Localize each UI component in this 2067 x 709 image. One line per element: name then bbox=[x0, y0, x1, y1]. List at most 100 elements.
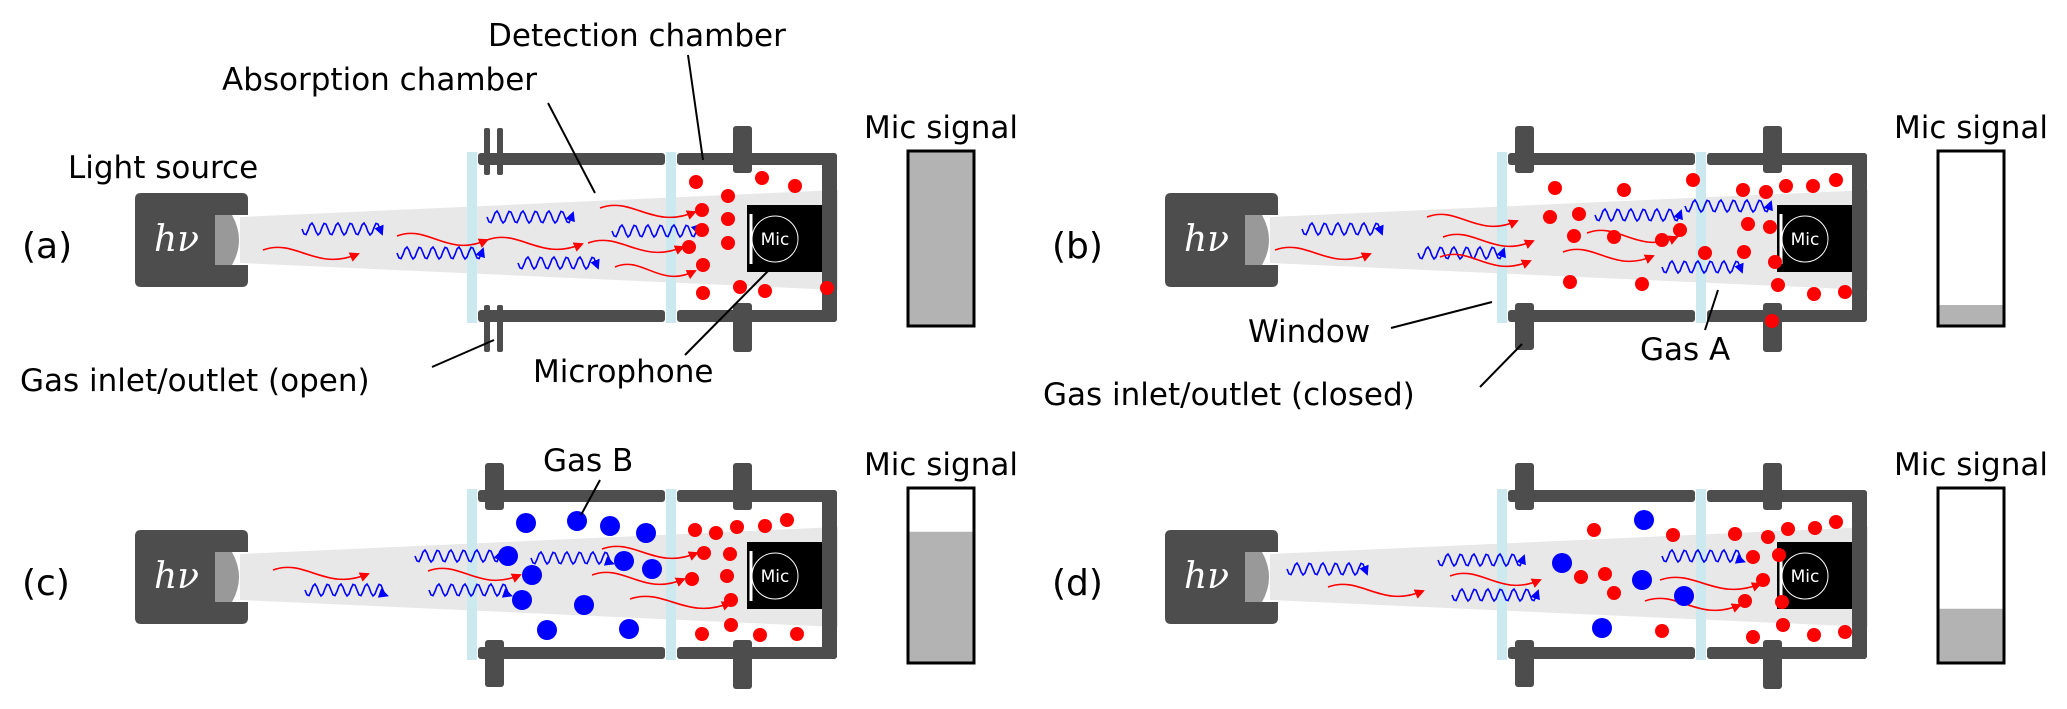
absorption-chamber-top-wall bbox=[478, 490, 665, 502]
gas-a-molecule bbox=[689, 175, 703, 189]
blue-photon-icon bbox=[530, 550, 615, 566]
gas-a-molecule bbox=[1806, 179, 1820, 193]
detection-chamber-end-wall bbox=[1852, 490, 1867, 659]
gas-a-molecule bbox=[820, 281, 834, 295]
red-photon-icon bbox=[629, 595, 732, 611]
gas-inlet-bottom-right bbox=[497, 305, 503, 352]
detection-chamber-bottom-wall bbox=[1707, 647, 1867, 659]
gas-a-molecule bbox=[1698, 246, 1712, 260]
red-photon-icon bbox=[1644, 597, 1742, 613]
gas-a-molecule bbox=[721, 189, 735, 203]
gas-a-molecule bbox=[1741, 217, 1755, 231]
blue-photon-icon bbox=[1301, 221, 1384, 237]
red-photon-icon bbox=[1442, 233, 1535, 249]
light-source: hν bbox=[1165, 530, 1278, 624]
gas-b-molecule bbox=[1674, 586, 1694, 606]
gas-a-molecule bbox=[696, 258, 710, 272]
microphone: Mic bbox=[747, 542, 822, 609]
absorption-gas-mixture bbox=[1552, 510, 1694, 638]
red-photon-icon bbox=[1274, 246, 1372, 262]
blue-photon-icon bbox=[1661, 548, 1746, 564]
gas-a-molecule bbox=[758, 284, 772, 298]
gas-a-molecule bbox=[1736, 183, 1750, 197]
gas-a-molecule bbox=[696, 286, 710, 300]
gas-a-molecule bbox=[1771, 278, 1785, 292]
absorption-chamber-bottom-wall bbox=[478, 647, 665, 659]
detection-chamber-end-wall bbox=[822, 490, 837, 659]
red-photon-icon bbox=[262, 246, 360, 262]
gas-inlet-top-left bbox=[484, 128, 490, 175]
detection-chamber-top-wall bbox=[1707, 153, 1867, 165]
detection-chamber-end-wall bbox=[822, 153, 837, 322]
mic-signal-label: Mic signal bbox=[864, 447, 1018, 483]
blue-photon-icon bbox=[1594, 207, 1683, 223]
gas-a-molecule bbox=[1607, 230, 1621, 244]
photons bbox=[1274, 198, 1773, 275]
detection-flange-bottom bbox=[733, 640, 752, 689]
red-photon-icon bbox=[486, 236, 584, 252]
window-middle bbox=[666, 152, 676, 323]
blue-photon-icon bbox=[1417, 245, 1506, 261]
gas-inlet-bottom-closed bbox=[1515, 640, 1534, 687]
light-source-housing bbox=[1165, 193, 1278, 287]
gas-b-molecule bbox=[498, 546, 518, 566]
detection-flange-top bbox=[1763, 463, 1782, 510]
gas-b-molecule bbox=[574, 595, 594, 615]
gas-b-leader bbox=[580, 479, 601, 516]
blue-photon-icon bbox=[396, 245, 485, 261]
light-source: hν bbox=[135, 530, 248, 624]
gas-a-molecule bbox=[1548, 181, 1562, 195]
gas-a-molecule bbox=[709, 526, 723, 540]
absorption-chamber-label: Absorption chamber bbox=[222, 62, 537, 98]
gas-a-molecule bbox=[1829, 515, 1843, 529]
gas-a-molecule bbox=[790, 627, 804, 641]
lens-icon bbox=[215, 215, 239, 265]
gas-a-molecule bbox=[721, 236, 735, 250]
gas-inlet-open-leader bbox=[431, 339, 495, 368]
gas-a-molecule bbox=[1746, 550, 1760, 564]
gas-a-molecule bbox=[1666, 528, 1680, 542]
gas-b-molecule bbox=[522, 565, 542, 585]
gas-a-label: Gas A bbox=[1640, 332, 1730, 368]
mic-signal-meter: Mic signal bbox=[864, 447, 1018, 665]
window-leader bbox=[1390, 301, 1493, 329]
blue-photon-icon bbox=[1437, 552, 1526, 568]
absorption-chamber-bottom-wall bbox=[478, 310, 665, 322]
light-source-label: Light source bbox=[68, 150, 258, 186]
blue-photon-icon bbox=[517, 255, 600, 271]
absorption-chamber-top-wall bbox=[1508, 153, 1695, 165]
gas-a-molecule bbox=[695, 627, 709, 641]
gas-inlet-bottom-closed bbox=[1515, 303, 1534, 350]
detection-chamber-end-wall bbox=[1852, 153, 1867, 322]
gas-a-molecule bbox=[695, 203, 709, 217]
mic-signal-label: Mic signal bbox=[1894, 447, 2048, 483]
microphone-body bbox=[1777, 542, 1852, 609]
window-label: Window bbox=[1248, 314, 1370, 350]
gas-b-molecule bbox=[1634, 510, 1654, 530]
panel-label: (d) bbox=[1052, 563, 1103, 604]
blue-photon-icon bbox=[1684, 198, 1773, 214]
gas-a-molecule bbox=[1598, 567, 1612, 581]
mic-signal-label: Mic signal bbox=[1894, 110, 2048, 146]
microphone-icon bbox=[1781, 215, 1829, 263]
gas-b-molecule bbox=[600, 516, 620, 536]
panel-label: (a) bbox=[22, 226, 72, 267]
microphone-icon bbox=[751, 552, 799, 600]
photons bbox=[262, 204, 702, 280]
gas-b-molecule bbox=[614, 551, 634, 571]
gas-a-molecule bbox=[1765, 314, 1779, 328]
gas-a-molecule bbox=[1775, 595, 1789, 609]
window-middle bbox=[666, 489, 676, 660]
gas-b-molecule bbox=[642, 559, 662, 579]
gas-a-molecule bbox=[1567, 229, 1581, 243]
light-source-housing bbox=[135, 193, 248, 287]
gas-a-molecule bbox=[1756, 573, 1770, 587]
red-photon-icon bbox=[396, 232, 489, 248]
gas-a-molecule bbox=[1829, 173, 1843, 187]
light-source: hν bbox=[135, 193, 248, 287]
microphone-label: Mic bbox=[1791, 230, 1820, 250]
